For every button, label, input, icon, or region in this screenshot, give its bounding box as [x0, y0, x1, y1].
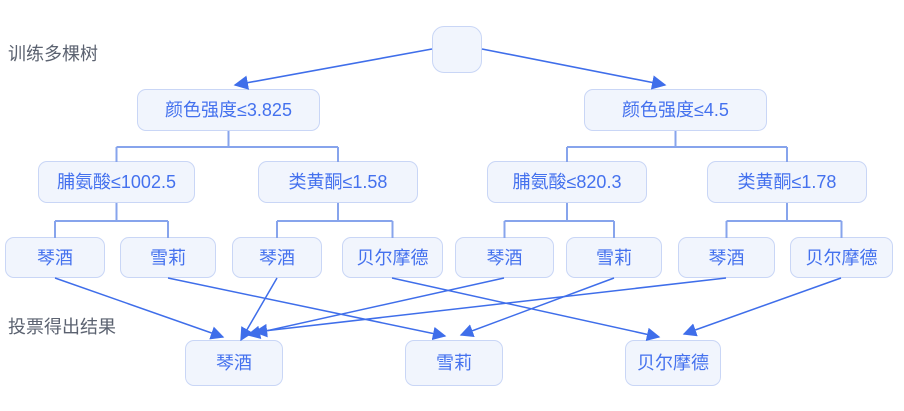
tree2-split-left-node: 脯氨酸≤820.3: [487, 161, 647, 203]
tree1-split-left-node: 脯氨酸≤1002.5: [38, 161, 195, 203]
train-trees-label: 训练多棵树: [8, 44, 98, 64]
result-sherry: 雪莉: [405, 340, 503, 386]
tree1-root-node: 颜色强度≤3.825: [137, 89, 320, 131]
tree2-split-right-node: 类黄酮≤1.78: [707, 161, 867, 203]
tree2-leaf-vermouth: 贝尔摩德: [790, 237, 893, 278]
tree1-split-right-node: 类黄酮≤1.58: [258, 161, 418, 203]
tree1-leaf-vermouth: 贝尔摩德: [342, 237, 443, 278]
result-gin: 琴酒: [185, 340, 283, 386]
tree2-root-node: 颜色强度≤4.5: [584, 89, 767, 131]
tree1-leaf-gin2: 琴酒: [232, 237, 322, 278]
tree1-leaf-gin: 琴酒: [5, 237, 105, 278]
tree2-leaf-sherry: 雪莉: [566, 237, 662, 278]
tree2-leaf-gin2: 琴酒: [678, 237, 775, 278]
tree2-leaf-gin: 琴酒: [455, 237, 554, 278]
vote-arrows: [54, 277, 842, 342]
tree1-leaf-sherry: 雪莉: [120, 237, 216, 278]
vote-result-label: 投票得出结果: [8, 317, 116, 337]
result-vermouth: 贝尔摩德: [625, 340, 721, 386]
root-node: [432, 26, 482, 73]
